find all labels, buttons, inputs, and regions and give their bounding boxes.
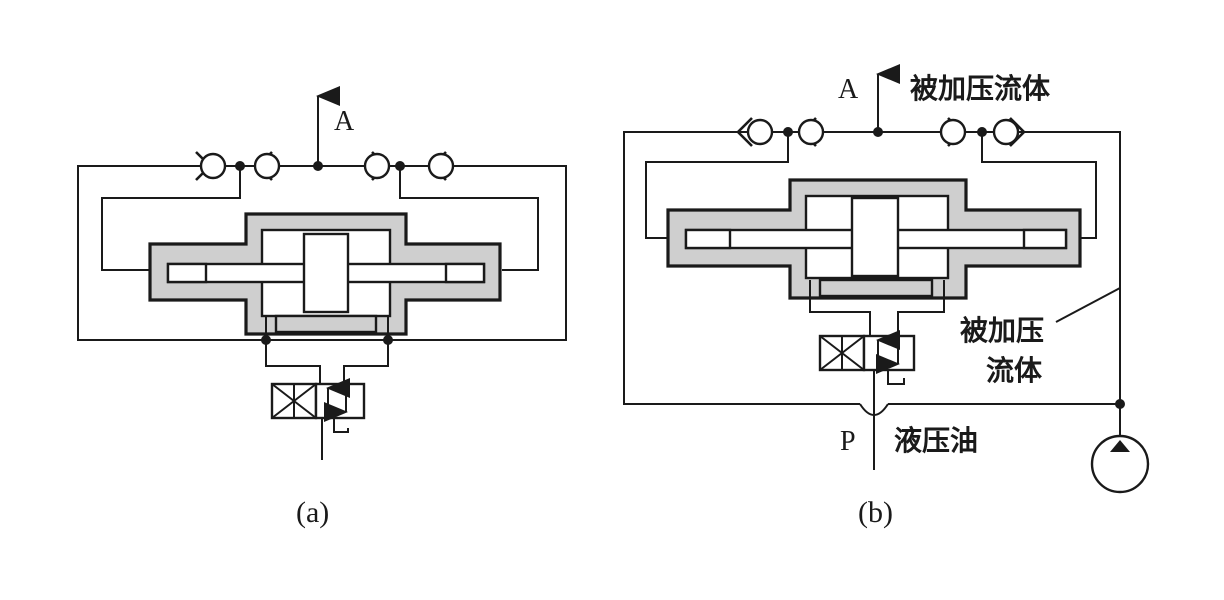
tank-symbol-b	[887, 370, 905, 385]
port-left-b	[809, 280, 871, 338]
directional-valve-b	[818, 330, 916, 374]
pressurized-fluid-label-top: 被加压流体	[910, 72, 1051, 105]
leader-line	[1055, 287, 1121, 323]
inner-pipe-right-a	[399, 166, 539, 271]
tank-symbol-a	[333, 418, 349, 433]
plunger-left-a	[166, 262, 208, 284]
outlet-label-a: A	[334, 106, 355, 137]
figure-b: A 被加压流体 P 液压油 被加压 流体	[623, 64, 1150, 529]
caption-b: (b)	[858, 496, 893, 529]
junction-dot	[235, 161, 245, 171]
pressurized-fluid-label-side-2: 流体	[986, 354, 1043, 387]
port-right-b	[897, 280, 945, 338]
plunger-left-b	[684, 228, 732, 250]
outlet-label-b: A	[838, 74, 859, 105]
plunger-right-a	[444, 262, 486, 284]
check-valve-4-a	[427, 151, 455, 181]
figure-a: A (a)	[77, 86, 567, 529]
piston-b	[850, 196, 900, 278]
supply-port-label: P	[840, 426, 856, 457]
inner-pipe-left-b	[645, 132, 789, 239]
hydraulic-oil-label: 液压油	[894, 424, 978, 457]
junction-dot	[783, 127, 793, 137]
junction-dot	[261, 335, 271, 345]
junction-dot	[383, 335, 393, 345]
check-valve-1-a	[195, 151, 227, 181]
bottom-slot-b	[818, 278, 934, 298]
pump-icon	[1090, 434, 1150, 494]
bottom-slot-a	[274, 314, 378, 334]
junction-dot	[977, 127, 987, 137]
inner-pipe-right-b	[981, 132, 1097, 239]
inner-pipe-left-a	[101, 166, 241, 271]
check-valve-3-b	[939, 117, 967, 147]
port-left-a	[265, 316, 321, 390]
outer-pipe-right-b	[888, 131, 1121, 405]
check-valve-4-b	[992, 117, 1026, 147]
caption-a: (a)	[296, 496, 329, 529]
check-valve-1-b	[736, 117, 774, 147]
piston-a	[302, 232, 350, 314]
port-right-a	[343, 316, 389, 390]
check-valve-3-a	[363, 151, 391, 181]
junction-dot	[395, 161, 405, 171]
check-valve-2-a	[253, 151, 281, 181]
outer-pipe-a	[77, 165, 567, 341]
check-valve-2-b	[797, 117, 825, 147]
plunger-right-b	[1022, 228, 1068, 250]
pressurized-fluid-label-side-1: 被加压	[960, 314, 1044, 347]
directional-valve-a	[270, 378, 366, 422]
outer-pipe-b	[623, 131, 860, 405]
